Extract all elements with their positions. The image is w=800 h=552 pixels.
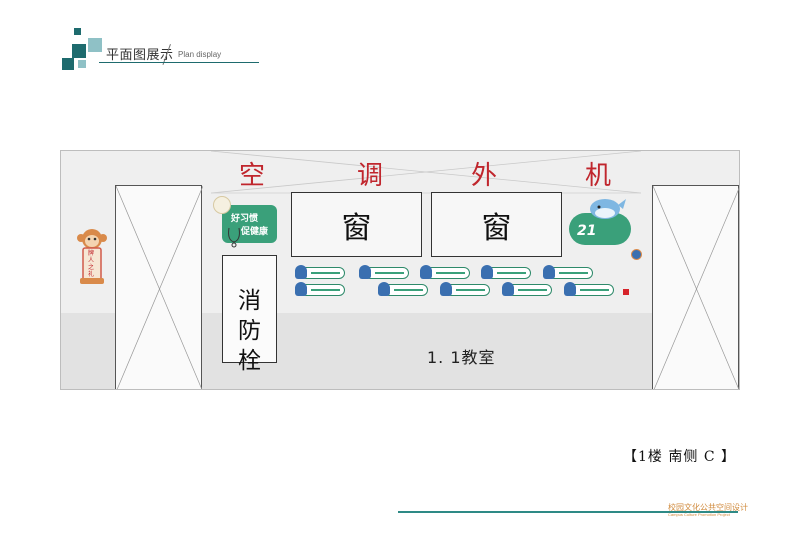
tip-pill bbox=[378, 282, 428, 296]
health-poster-line1: 好习惯 bbox=[231, 214, 259, 224]
health-poster bbox=[222, 205, 277, 243]
hydrant-char: 栓 bbox=[238, 348, 261, 374]
stethoscope-icon bbox=[228, 227, 240, 248]
right-door bbox=[652, 185, 739, 389]
tip-pill bbox=[440, 282, 490, 296]
window-right: 窗 bbox=[431, 192, 562, 257]
decor-square bbox=[62, 58, 74, 70]
ac-char-3: 外 bbox=[471, 161, 498, 191]
tip-pill bbox=[359, 265, 409, 279]
tip-pill bbox=[564, 282, 614, 296]
red-marker bbox=[623, 289, 629, 295]
decor-square bbox=[74, 28, 81, 35]
tip-pill bbox=[502, 282, 552, 296]
footer-logo-text: 校园文化公共空间设计 bbox=[668, 503, 748, 512]
page-subtitle: Plan display bbox=[178, 50, 222, 59]
decor-square bbox=[72, 44, 86, 58]
window-left: 窗 bbox=[291, 192, 422, 257]
health-poster-badge bbox=[213, 196, 231, 214]
globe-icon bbox=[631, 249, 642, 260]
hydrant-char: 消 bbox=[238, 288, 261, 314]
door-cross-lines bbox=[116, 186, 203, 389]
hydrant-char: 防 bbox=[238, 318, 261, 344]
decor-square bbox=[88, 38, 102, 52]
tip-pill bbox=[295, 265, 345, 279]
footer-line bbox=[398, 511, 738, 513]
ac-char-1: 空 bbox=[239, 161, 266, 191]
room-label: 1. 1教室 bbox=[427, 348, 496, 367]
location-caption: 【1楼 南侧 C 】 bbox=[623, 449, 736, 465]
footer-logo-subtext: Campus Culture Promotion Project bbox=[668, 512, 730, 517]
tip-pill bbox=[543, 265, 593, 279]
tip-pill bbox=[420, 265, 470, 279]
ac-char-2: 调 bbox=[357, 161, 384, 191]
page-title: 平面图展示 bbox=[106, 48, 174, 63]
left-door bbox=[115, 185, 203, 389]
monkey-mascot-icon bbox=[77, 229, 107, 284]
dolphin-icon bbox=[590, 199, 626, 219]
decor-square bbox=[78, 60, 86, 68]
wall-elevation: 空 调 外 机 窗 窗 消 防 栓 1. 1教室 牌人之礼 好习惯 促健康 21 bbox=[60, 150, 740, 390]
mascot-sign-text: 牌人之礼 bbox=[88, 250, 95, 278]
tip-pill bbox=[295, 282, 345, 296]
tip-pill bbox=[481, 265, 531, 279]
header-underline bbox=[99, 62, 259, 63]
habit-poster-number: 21 bbox=[577, 223, 597, 239]
door-cross-lines bbox=[653, 186, 739, 389]
ac-char-4: 机 bbox=[585, 161, 612, 191]
health-poster-line2: 促健康 bbox=[241, 227, 269, 237]
guide-lines bbox=[210, 151, 642, 194]
fire-hydrant-box: 消 防 栓 bbox=[222, 255, 277, 374]
